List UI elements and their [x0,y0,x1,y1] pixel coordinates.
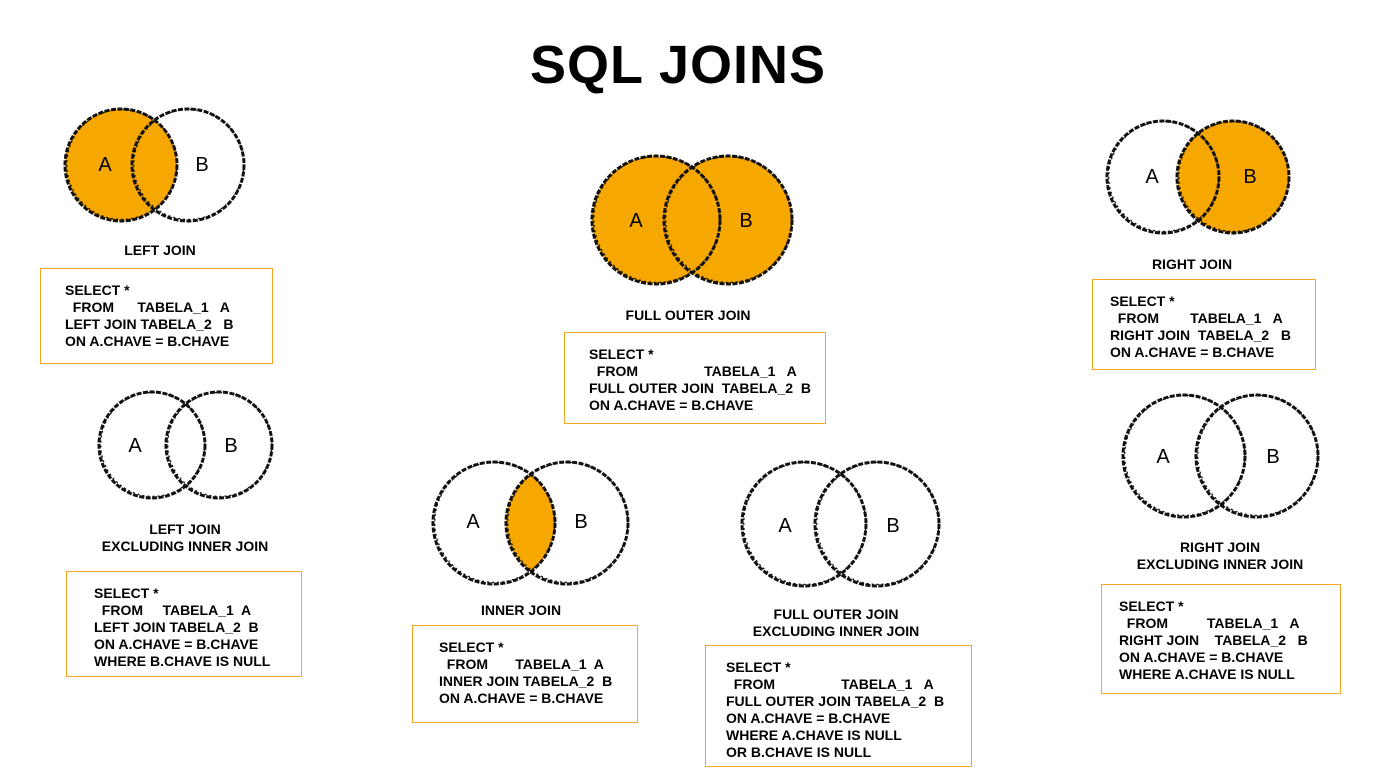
set-a-outline-sketch [743,461,867,586]
set-a-label: A [98,154,112,176]
set-b-outline-sketch [507,461,629,584]
set-b-fill [664,156,792,284]
set-b-fill [1177,121,1289,233]
set-a-label: A [466,511,480,533]
join-label-line: LEFT JOIN [149,521,221,537]
left-join-label: LEFT JOIN [60,242,260,259]
sql-line: LEFT JOIN TABELA_2 B [65,316,234,332]
sql-line: ON A.CHAVE = B.CHAVE [1119,649,1284,665]
set-b-outline-sketch [816,461,940,586]
sql-line: FROM TABELA_1 A [1119,615,1300,631]
sql-line: FROM TABELA_1 A [439,656,604,672]
sql-line: FULL OUTER JOIN TABELA_2 B [589,380,811,396]
right-join-label: RIGHT JOIN [1092,256,1292,273]
sql-line: SELECT * [1110,293,1175,309]
sql-line: RIGHT JOIN TABELA_2 B [1110,327,1291,343]
sql-line: ON A.CHAVE = B.CHAVE [439,690,604,706]
set-b-only-fill [1196,395,1318,517]
page-title: SQL JOINS [529,35,827,95]
set-a-label: A [1145,166,1159,188]
set-b-only-fill [815,462,939,586]
sql-line: WHERE B.CHAVE IS NULL [94,653,271,669]
set-b-outline-sketch [167,391,273,498]
set-a-only-fill [99,392,205,498]
sql-line: OR B.CHAVE IS NULL [726,744,872,760]
sql-line: SELECT * [726,659,791,675]
sql-line: ON A.CHAVE = B.CHAVE [1110,344,1275,360]
set-b-outline-sketch [133,108,245,221]
join-label-line: RIGHT JOIN [1151,256,1233,272]
set-b-label: B [224,435,237,457]
join-label-line: INNER JOIN [480,602,562,618]
set-b-outline-sketch [1197,394,1319,517]
set-b-label: B [574,511,587,533]
sql-line: WHERE A.CHAVE IS NULL [726,727,902,743]
sql-line: ON A.CHAVE = B.CHAVE [589,397,754,413]
sql-line: WHERE A.CHAVE IS NULL [1119,666,1295,682]
sql-line: FULL OUTER JOIN TABELA_2 B [726,693,945,709]
join-label-line: RIGHT JOIN [1179,539,1261,555]
set-a-outline-sketch [100,391,206,498]
set-a-outline-sketch [1108,120,1220,233]
set-b-outline-sketch [665,155,793,284]
sql-line: FROM TABELA_1 A [94,602,252,618]
sql-line: ON A.CHAVE = B.CHAVE [65,333,230,349]
sql-line: SELECT * [65,282,130,298]
set-b-label: B [886,515,899,537]
join-label-line: EXCLUDING INNER JOIN [101,538,269,554]
sql-line: FROM TABELA_1 A [1110,310,1283,326]
set-a-outline-sketch [66,108,178,221]
sql-line: FROM TABELA_1 A [726,676,934,692]
sql-line: FROM TABELA_1 A [65,299,230,315]
set-a-label: A [128,435,142,457]
sql-line: RIGHT JOIN TABELA_2 B [1119,632,1308,648]
sql-line: SELECT * [1119,598,1184,614]
set-b-label: B [1266,446,1279,468]
join-label-line: EXCLUDING INNER JOIN [752,623,920,639]
inner-join-label: INNER JOIN [421,602,621,619]
set-a-outline-sketch [1124,394,1246,517]
intersection-fill [506,462,555,584]
join-label-line: EXCLUDING INNER JOIN [1136,556,1304,572]
set-a-outline-sketch [593,155,721,284]
sql-line: SELECT * [589,346,654,362]
set-b-label: B [739,210,752,232]
sql-line: FROM TABELA_1 A [589,363,797,379]
sql-line: ON A.CHAVE = B.CHAVE [726,710,891,726]
set-a-label: A [629,210,643,232]
join-label-line: FULL OUTER JOIN [625,307,751,323]
sql-line: INNER JOIN TABELA_2 B [439,673,613,689]
sql-line: SELECT * [94,585,159,601]
set-b-label: B [1243,166,1256,188]
set-a-outline-sketch [434,461,556,584]
set-b-label: B [195,154,208,176]
set-b-outline-sketch [1178,120,1290,233]
set-a-label: A [1156,446,1170,468]
join-label-line: FULL OUTER JOIN [773,606,899,622]
sql-line: ON A.CHAVE = B.CHAVE [94,636,259,652]
sql-line: SELECT * [439,639,504,655]
sql-line: LEFT JOIN TABELA_2 B [94,619,259,635]
set-a-fill [65,109,177,221]
full-outer-join-label: FULL OUTER JOIN [588,307,788,324]
join-label-line: LEFT JOIN [124,242,196,258]
set-a-label: A [778,515,792,537]
